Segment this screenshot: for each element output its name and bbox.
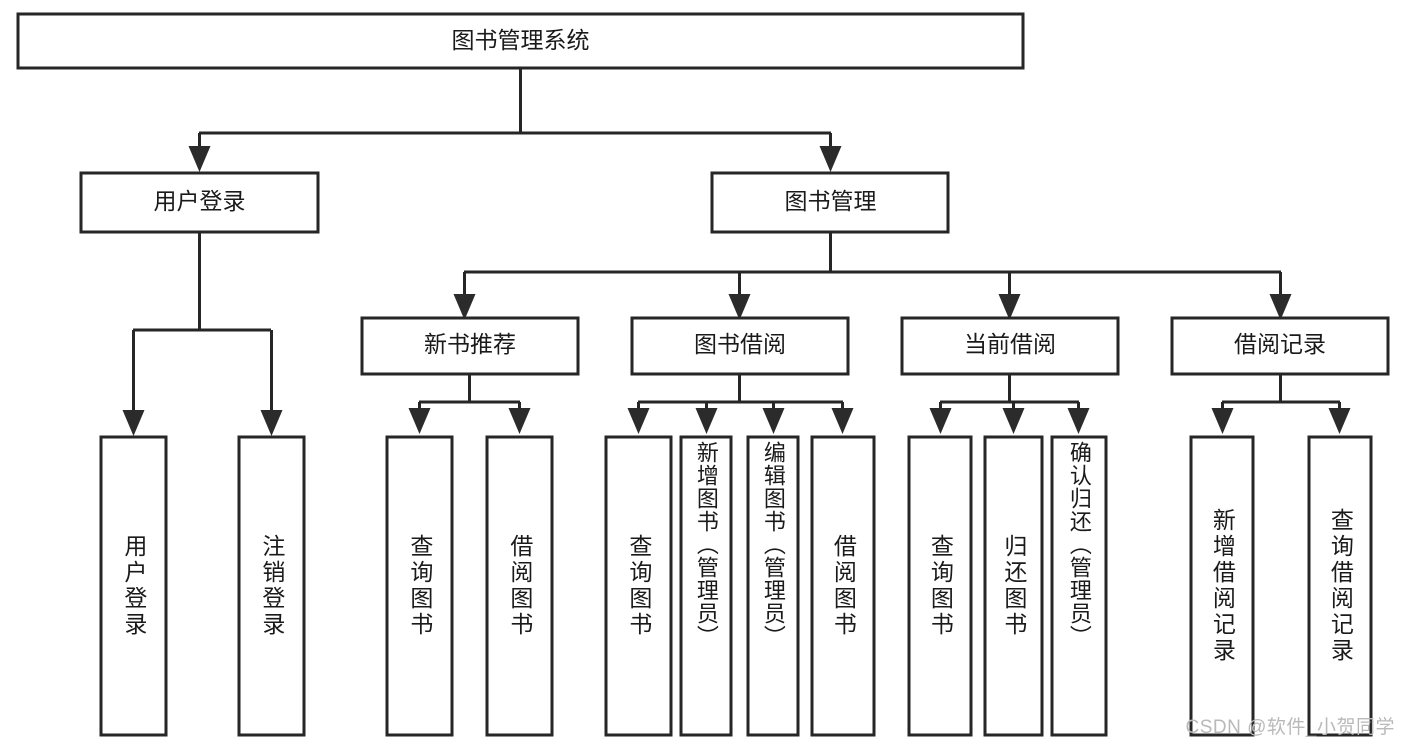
node-leaf-return-book[interactable] [983,435,1044,737]
arrowhead-to-leaf-add-book [695,408,718,434]
arrowhead-to-book-manage [819,146,842,172]
arrowhead-to-leaf-query-book-2 [627,408,650,434]
node-leaf-borrow-book-1[interactable] [485,435,554,737]
node-leaf-borrow-book-2[interactable] [810,435,876,737]
arrowhead-to-leaf-borrow-book-2 [831,408,854,434]
arrowhead-to-leaf-borrow-book-1 [508,408,531,434]
edge-group-root [188,68,842,172]
arrowhead-to-user-login [188,146,211,172]
arrowhead-to-leaf-logout [260,410,283,436]
arrowhead-to-leaf-query-book-1 [408,408,431,434]
node-leaf-add-book[interactable] [679,435,733,737]
node-book-borrow[interactable]: 图书借阅 [630,316,850,376]
edge-group-new-book-recommend [408,374,531,434]
arrowhead-to-current-borrow [998,294,1021,320]
node-leaf-logout[interactable] [237,435,306,737]
arrowhead-to-leaf-add-record [1211,408,1234,434]
node-root-label: 图书管理系统 [452,27,590,53]
node-current-borrow[interactable]: 当前借阅 [900,316,1120,376]
arrowhead-to-leaf-edit-book [762,408,785,434]
node-new-book-recommend[interactable]: 新书推荐 [360,316,580,376]
node-leaf-edit-book[interactable] [746,435,800,737]
node-leaf-confirm-return[interactable] [1050,435,1108,737]
edge-group-current-borrow [929,374,1090,434]
node-leaf-query-book-3[interactable] [907,435,973,737]
edge-group-book-borrow [627,374,854,434]
node-current-borrow-label: 当前借阅 [964,331,1056,357]
arrowhead-to-book-borrow [728,294,751,320]
arrowhead-to-new-book-recommend [453,294,476,320]
arrowhead-to-leaf-confirm-return [1067,408,1090,434]
node-borrow-record-label: 借阅记录 [1234,331,1326,357]
node-new-book-recommend-label: 新书推荐 [424,331,516,357]
arrowhead-to-leaf-user-login [122,410,145,436]
node-user-login[interactable]: 用户登录 [79,171,320,234]
node-book-manage[interactable]: 图书管理 [710,171,950,234]
node-leaf-add-record[interactable] [1189,435,1255,737]
node-user-login-label: 用户登录 [154,188,246,214]
node-leaf-query-record[interactable] [1307,435,1373,737]
node-root[interactable]: 图书管理系统 [16,12,1025,70]
node-leaf-query-book-2[interactable] [604,435,673,737]
edge-group-user-login [122,232,283,436]
node-leaf-user-login[interactable] [99,435,168,737]
arrowhead-to-leaf-query-record [1328,408,1351,434]
node-book-borrow-label: 图书借阅 [694,331,786,357]
arrowhead-to-leaf-query-book-3 [929,408,952,434]
edge-group-book-manage [453,232,1292,320]
node-leaf-query-book-1[interactable] [385,435,454,737]
node-borrow-record[interactable]: 借阅记录 [1170,316,1390,376]
arrowhead-to-borrow-record [1269,294,1292,320]
edge-group-borrow-record [1211,374,1351,434]
arrowhead-to-leaf-return-book [1002,408,1025,434]
csdn-watermark: CSDN @软件_小贺同学 [1185,717,1395,738]
node-book-manage-label: 图书管理 [785,188,877,214]
